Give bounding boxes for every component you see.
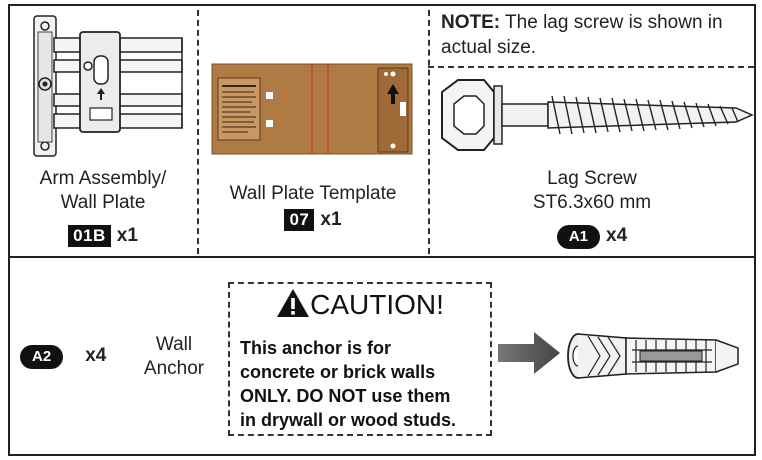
lag-screw-spec: ST6.3x60 mm	[532, 192, 652, 213]
caution-text: This anchor is for concrete or brick wal…	[240, 336, 490, 432]
anchor-name-line2: Anchor	[143, 358, 205, 379]
anchor-code-badge: A2	[20, 345, 64, 369]
divider-2	[428, 10, 430, 254]
template-qty: x1	[320, 209, 342, 230]
note-divider	[428, 66, 754, 68]
caution-box: CAUTION! This anchor is for concrete or …	[228, 282, 492, 436]
note-body: The lag screw is shown in actual size.	[441, 12, 723, 58]
section-divider	[8, 256, 756, 258]
wall-plate-template-illustration	[211, 63, 413, 155]
lag-screw-illustration	[441, 79, 754, 151]
caution-line-1: This anchor is for	[240, 338, 392, 358]
anchor-code-row: A2 x4	[20, 344, 130, 369]
anchor-name-line1: Wall	[155, 334, 193, 355]
caution-line-3: ONLY. DO NOT use them	[240, 386, 451, 406]
note-text: NOTE: The lag screw is shown in actual s…	[441, 10, 746, 60]
caution-title: CAUTION!	[310, 289, 444, 320]
arm-assembly-illustration	[33, 15, 183, 157]
parts-frame	[8, 4, 756, 456]
warning-triangle-icon	[277, 289, 310, 317]
note-prefix: NOTE:	[441, 12, 501, 33]
arrow-right-icon	[498, 332, 560, 374]
caution-line-4: in drywall or wood studs.	[240, 410, 457, 430]
arm-name-line2: Wall Plate	[60, 192, 146, 213]
lag-screw-name: Lag Screw ST6.3x60 mm	[432, 167, 752, 215]
lag-screw-code-badge: A1	[556, 225, 601, 249]
arm-code-badge: 01B	[68, 225, 111, 247]
arm-qty: x1	[116, 225, 138, 246]
wall-anchor-illustration	[567, 333, 739, 379]
arm-name: Arm Assembly/ Wall Plate	[18, 167, 188, 215]
divider-1	[197, 10, 199, 254]
anchor-qty: x4	[85, 345, 107, 366]
lag-screw-title: Lag Screw	[547, 168, 637, 189]
anchor-name: Wall Anchor	[134, 333, 214, 381]
template-name: Wall Plate Template	[229, 183, 397, 204]
caution-line-2: concrete or brick walls	[240, 362, 436, 382]
lag-screw-qty: x4	[606, 225, 628, 246]
caution-heading: CAUTION!	[230, 288, 490, 322]
template-code-badge: 07	[284, 209, 315, 231]
arm-name-line1: Arm Assembly/	[39, 168, 167, 189]
